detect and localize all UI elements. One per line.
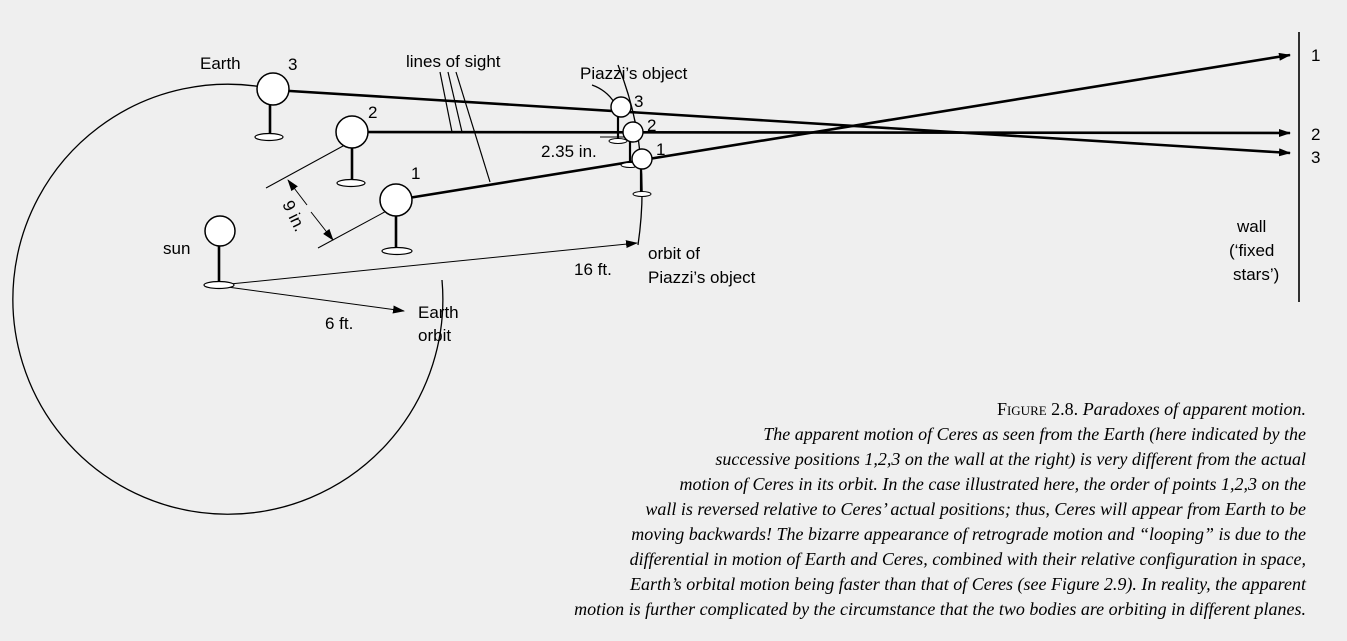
label-piazzi-object: Piazzi’s object xyxy=(580,64,688,83)
label-earth-orbit-1: Earth xyxy=(418,303,459,322)
label-piazzi-pos-3: 3 xyxy=(634,92,643,111)
earth-sphere-3 xyxy=(256,72,290,106)
earth-sphere-1 xyxy=(379,183,413,217)
leader-lines-of-sight-a xyxy=(439,71,453,133)
earth-sphere-2 xyxy=(335,115,369,149)
caption-line: motion of Ceres in its orbit. In the cas… xyxy=(679,474,1306,494)
piazzi-sphere-3 xyxy=(610,96,632,118)
leader-piazzi-object xyxy=(591,84,615,103)
dim-9in-tick-upper xyxy=(265,139,355,189)
caption-title: Figure 2.8. xyxy=(996,399,1079,419)
piazzi-model-1 xyxy=(631,148,653,197)
label-wall-pos-2: 2 xyxy=(1311,125,1320,144)
label-earth-orbit-2: orbit xyxy=(418,326,451,345)
earth-model-2 xyxy=(335,115,369,188)
label-wall-3: stars’) xyxy=(1233,265,1279,284)
label-orbit-piazzi: Piazzi’s object xyxy=(648,268,756,287)
caption-line: differential in motion of Earth and Cere… xyxy=(629,549,1306,569)
label-wall-1: wall xyxy=(1236,217,1266,236)
label-sun: sun xyxy=(163,239,190,258)
label-earth: Earth xyxy=(200,54,241,73)
caption-line: The apparent motion of Ceres as seen fro… xyxy=(763,424,1306,444)
caption-line: moving backwards! The bizarre appearance… xyxy=(631,524,1306,544)
sun-model xyxy=(203,215,236,290)
sight-line-2 xyxy=(351,128,1291,137)
caption-line: motion is further complicated by the cir… xyxy=(574,599,1306,619)
dim-16ft-arrow xyxy=(219,240,638,286)
label-lines-of-sight: lines of sight xyxy=(406,52,501,71)
label-earth-pos-2: 2 xyxy=(368,103,377,122)
label-wall-pos-1: 1 xyxy=(1311,46,1320,65)
caption-line: successive positions 1,2,3 on the wall a… xyxy=(715,449,1306,469)
dim-9in-arrow-a xyxy=(287,179,308,206)
label-wall-pos-3: 3 xyxy=(1311,148,1320,167)
earth-model-1 xyxy=(379,183,413,256)
piazzi-model-3 xyxy=(608,96,632,144)
piazzi-sphere-2 xyxy=(622,121,644,143)
label-dist-6-ft: 6 ft. xyxy=(325,314,353,333)
label-wall-2: (‘fixed xyxy=(1229,241,1274,260)
caption-line: Earth’s orbital motion being faster than… xyxy=(630,574,1306,594)
label-piazzi-pos-1: 1 xyxy=(656,140,665,159)
leader-lines-of-sight-b xyxy=(447,71,463,133)
piazzi-sphere-1 xyxy=(631,148,653,170)
label-piazzi-pos-2: 2 xyxy=(647,116,656,135)
leader-lines-of-sight-c xyxy=(455,71,491,183)
sun-sphere xyxy=(204,215,236,247)
label-earth-pos-3: 3 xyxy=(288,55,297,74)
dim-9in-tick-lower xyxy=(317,207,393,249)
label-dist-2-35-in: 2.35 in. xyxy=(541,142,597,161)
caption-subtitle: Paradoxes of apparent motion. xyxy=(1082,399,1306,419)
caption-heading: Figure 2.8. Paradoxes of apparent motion… xyxy=(306,397,1306,422)
label-orbit-of: orbit of xyxy=(648,244,700,263)
sight-line-3 xyxy=(273,88,1291,157)
earth-model-3 xyxy=(254,72,290,142)
sight-line-1 xyxy=(395,52,1291,202)
figure-caption: Figure 2.8. Paradoxes of apparent motion… xyxy=(306,397,1306,622)
label-dist-16-ft: 16 ft. xyxy=(574,260,612,279)
dim-9in-arrow-b xyxy=(310,211,334,241)
label-earth-pos-1: 1 xyxy=(411,164,420,183)
earth-orbit-circle xyxy=(12,83,444,515)
caption-line: wall is reversed relative to Ceres’ actu… xyxy=(645,499,1306,519)
dim-6ft-arrow xyxy=(219,285,405,314)
